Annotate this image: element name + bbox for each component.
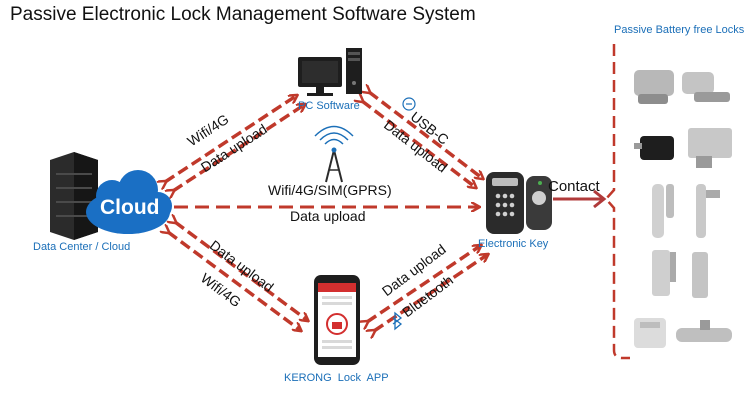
usb-icon — [402, 97, 416, 111]
locks-panel-title: Passive Battery free Locks — [614, 24, 745, 36]
locks-bracket — [604, 44, 630, 360]
server-icon — [50, 152, 98, 240]
pc-label: PC Software — [298, 100, 360, 112]
handle-lock-icon — [652, 250, 708, 298]
phone-icon — [314, 275, 360, 365]
cloud-label: Data Center / Cloud — [33, 241, 131, 253]
cloud-icon — [86, 170, 172, 234]
edge-cloud-pc — [165, 96, 304, 191]
edge-label-cloud-key-bottom: Data upload — [290, 208, 366, 224]
contact-label: Contact — [548, 178, 600, 195]
cloud-badge: Cloud — [100, 196, 160, 219]
electronic-key-icon — [486, 172, 552, 234]
cam-lock-icon — [634, 70, 730, 104]
edge-label-cloud-key-top: Wifi/4G/SIM(GPRS) — [268, 182, 392, 198]
pc-icon — [298, 48, 362, 96]
antenna-icon — [314, 125, 354, 183]
edge-pc-key — [362, 92, 482, 187]
key-label: Electronic Key — [478, 238, 549, 250]
edge-cloud-app — [168, 222, 307, 330]
page-title: Passive Electronic Lock Management Softw… — [10, 4, 476, 25]
app-label: KERONG Lock APP — [284, 372, 389, 384]
cabinet-lock-icon — [634, 128, 732, 168]
padlock-cylinder-icon — [634, 318, 732, 348]
edge-key-locks — [553, 189, 607, 209]
bluetooth-icon — [392, 311, 403, 331]
swing-handle-lock-icon — [652, 184, 720, 238]
